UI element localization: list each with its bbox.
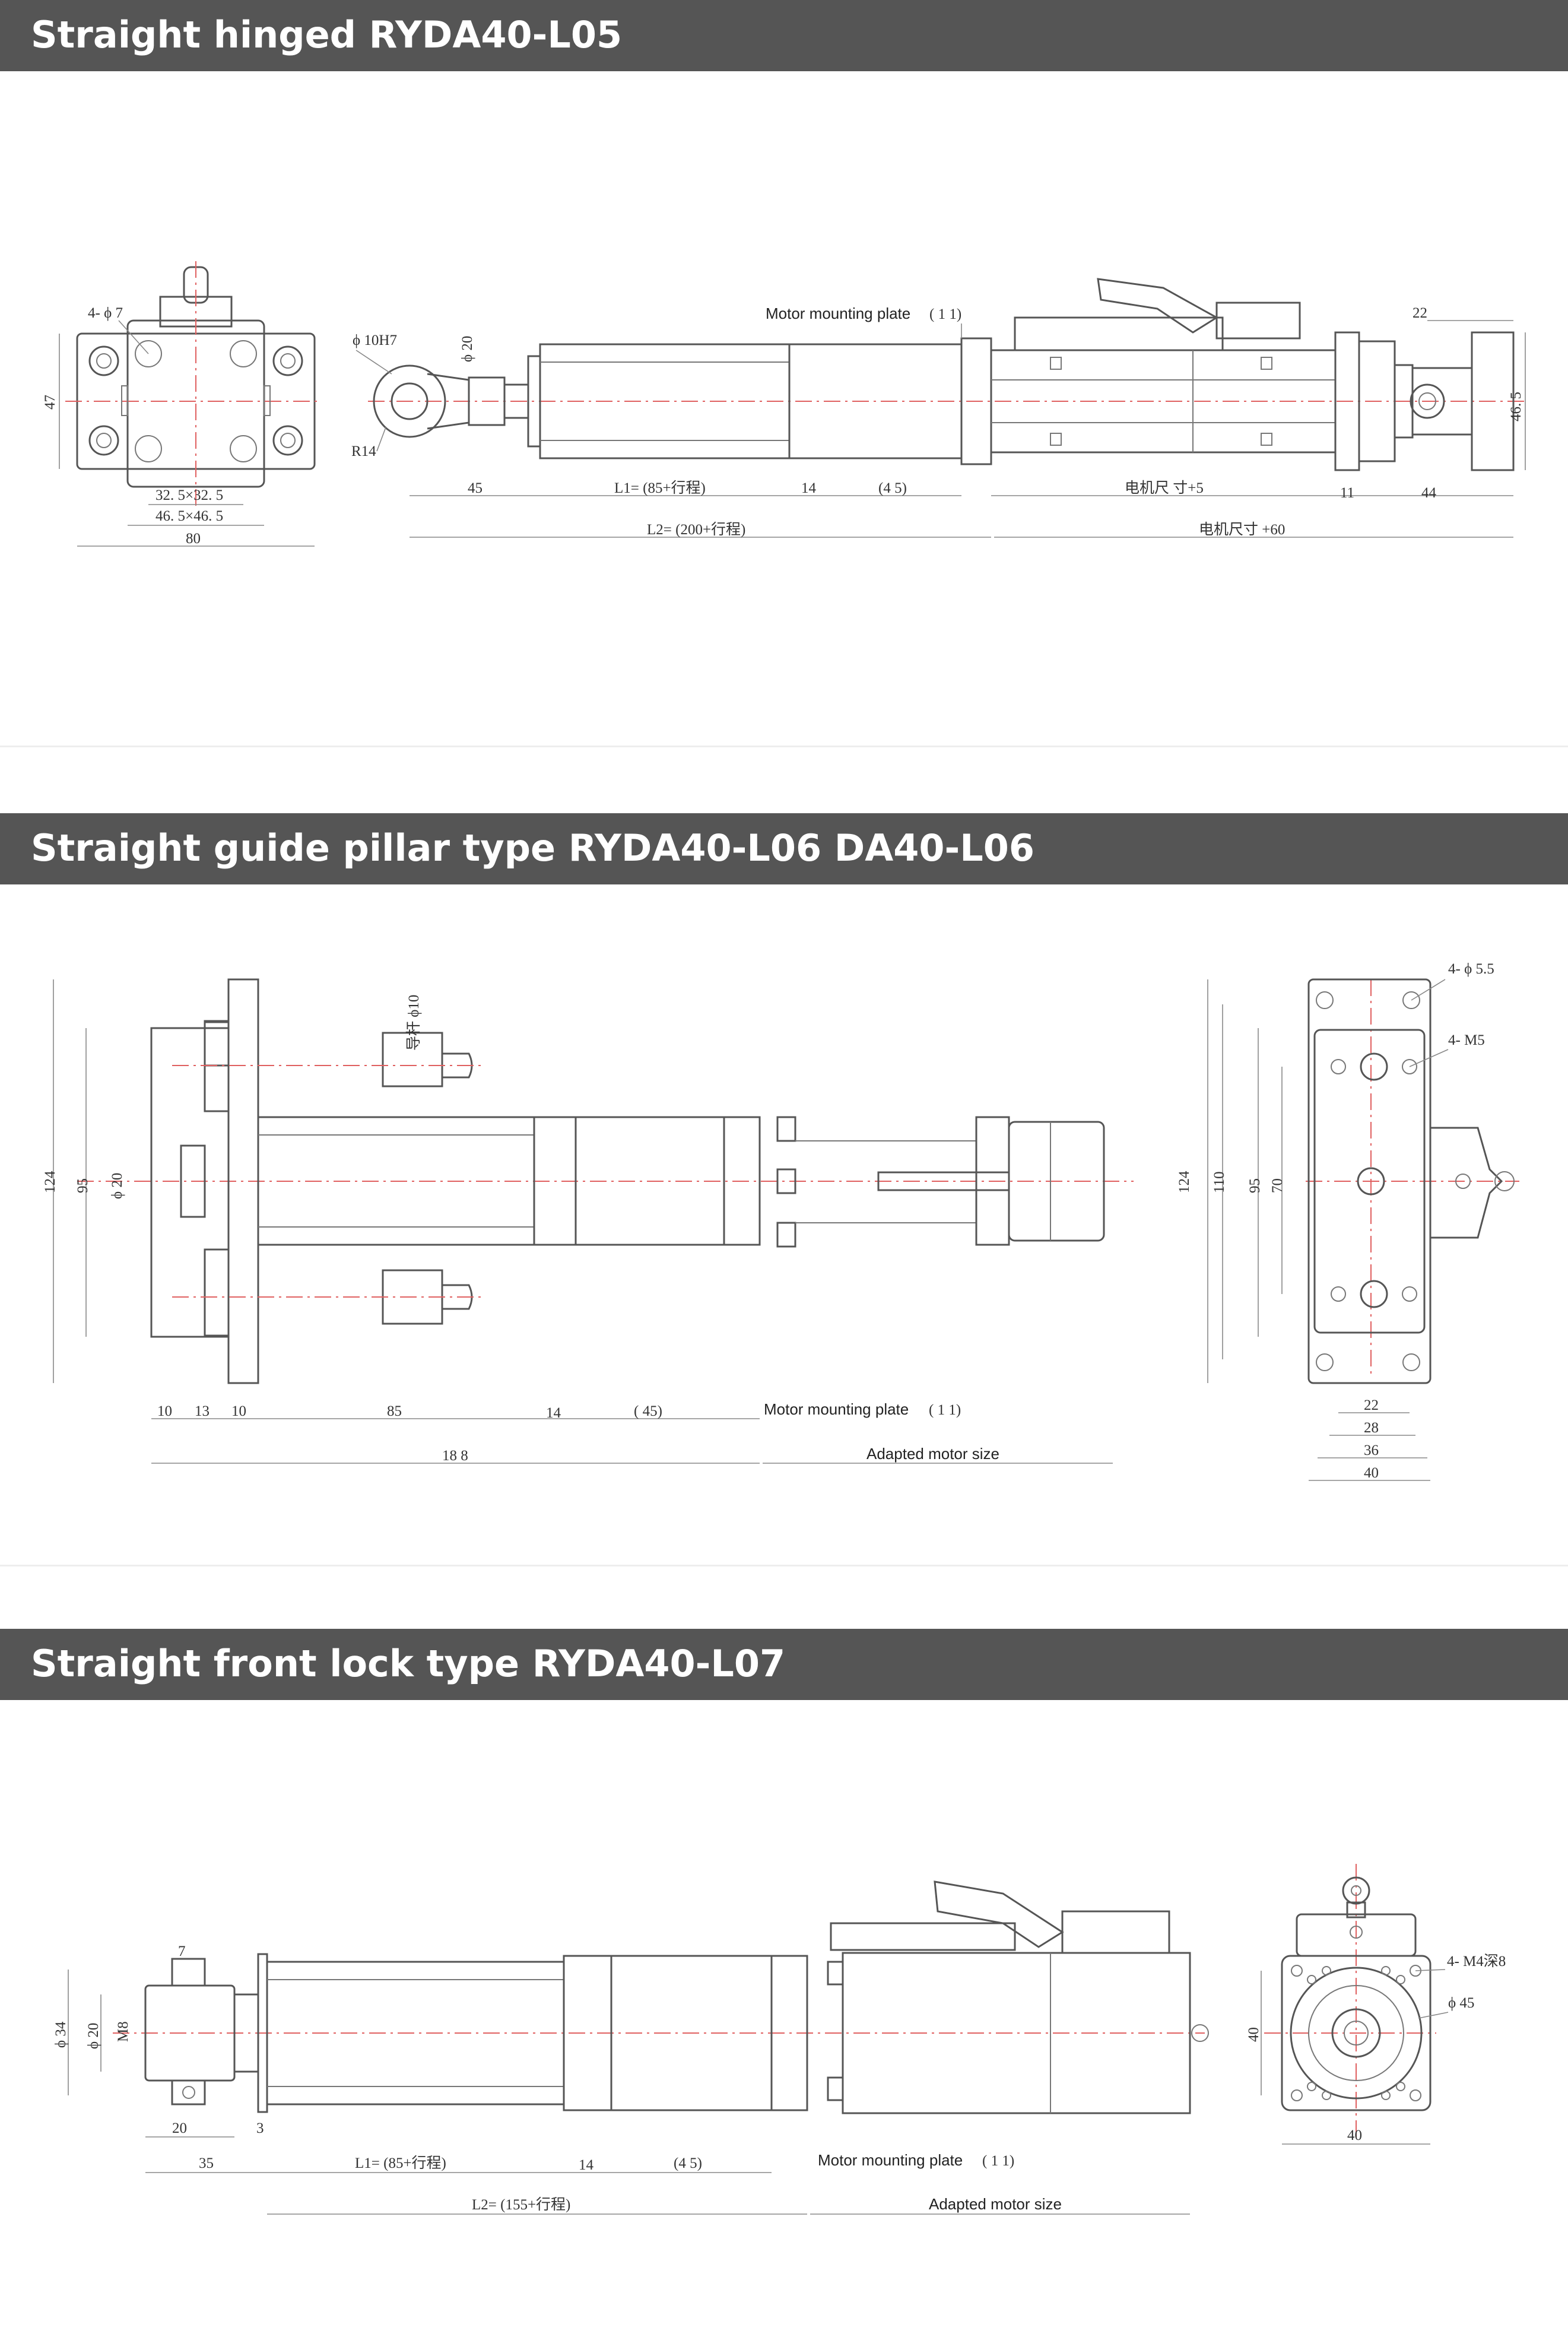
dim-47: 47	[42, 395, 58, 410]
side-view-l06: 导杆 ϕ10 124 95 ϕ 20 10 13 10 85 14 ( 45) …	[42, 978, 1134, 1464]
dim-guide: 导杆 ϕ10	[405, 995, 422, 1051]
section-banner: Straight guide pillar type RYDA40-L06 DA…	[0, 813, 1568, 884]
dim-40b: 40	[1347, 2127, 1362, 2143]
motor-plate-value: ( 1 1)	[929, 1402, 961, 1418]
dim-95b: 95	[1247, 1178, 1263, 1193]
dim-465: 46. 5×46. 5	[155, 508, 223, 524]
dim-4m4: 4- M4深8	[1447, 1953, 1506, 1970]
dim-22: 22	[1364, 1397, 1379, 1413]
motor-plate-label: Motor mounting plate	[766, 305, 910, 322]
section-title: Straight guide pillar type RYDA40-L06 DA…	[31, 826, 1035, 870]
dim-70: 70	[1269, 1178, 1285, 1193]
dim-motor60: 电机尺寸 +60	[1199, 521, 1285, 538]
motor-plate-label: Motor mounting plate	[764, 1400, 909, 1418]
section-l05: Straight hinged RYDA40-L05 4- ϕ 7 47 32.…	[0, 0, 1568, 748]
dim-85: 85	[387, 1403, 402, 1419]
dim-3: 3	[256, 2120, 264, 2136]
dim-phi45: ϕ 45	[1448, 1995, 1474, 2011]
dim-l1: L1= (85+行程)	[355, 2155, 446, 2171]
end-view-l07: 4- M4深8 ϕ 45 40 40	[1246, 1864, 1506, 2145]
drawing-l06: 导杆 ϕ10 124 95 ϕ 20 10 13 10 85 14 ( 45) …	[42, 961, 1519, 1481]
dim-465b: 46. 5	[1508, 392, 1524, 421]
section-banner: Straight hinged RYDA40-L05	[0, 0, 1568, 71]
dim-95: 95	[75, 1178, 91, 1193]
dim-r14: R14	[351, 443, 376, 459]
dim-m8: M8	[115, 2021, 131, 2042]
dim-188: 18 8	[442, 1448, 468, 1464]
dim-14: 14	[801, 480, 817, 496]
dim-14: 14	[546, 1405, 561, 1421]
dim-22: 22	[1413, 305, 1427, 321]
dim-phi34: ϕ 34	[53, 2021, 69, 2048]
dim-10b: 10	[231, 1403, 246, 1419]
dim-28: 28	[1364, 1420, 1379, 1436]
dim-11: 11	[1340, 485, 1354, 501]
section-divider	[0, 1565, 1568, 1566]
section-l06: Straight guide pillar type RYDA40-L06 DA…	[0, 813, 1568, 1567]
dim-36: 36	[1364, 1442, 1379, 1458]
dim-phi20: ϕ 20	[85, 2023, 101, 2049]
dim-124: 124	[42, 1171, 58, 1193]
dim-35: 35	[199, 2155, 214, 2171]
dim-4m5: 4- M5	[1448, 1032, 1485, 1048]
end-view-l06: 4- ϕ 5.5 4- M5 124 110 95 70 22 28 36 40	[1176, 961, 1519, 1481]
dim-80: 80	[186, 531, 201, 547]
section-banner: Straight front lock type RYDA40-L07	[0, 1629, 1568, 1700]
drawing-l07: 7 ϕ 34 ϕ 20 M8 20 3 35 L1= (85+行程) 14 (4…	[53, 1864, 1506, 2215]
dim-motor5: 电机尺 寸+5	[1125, 480, 1204, 496]
dim-45: (4 5)	[674, 2155, 702, 2171]
dim-45b: (4 5)	[878, 480, 907, 496]
end-view-l05: 4- ϕ 7 47 32. 5×32. 5 46. 5×46. 5 80	[42, 261, 320, 547]
section-l07: Straight front lock type RYDA40-L07 7 ϕ …	[0, 1629, 1568, 2334]
dim-40: 40	[1364, 1465, 1379, 1481]
dim-7: 7	[178, 1943, 186, 1959]
motor-plate-label: Motor mounting plate	[818, 2151, 963, 2169]
dim-10a: 10	[157, 1403, 172, 1419]
dim-110: 110	[1211, 1171, 1227, 1193]
dim-l1: L1= (85+行程)	[614, 480, 706, 496]
dim-4phi7: 4- ϕ 7	[88, 305, 123, 321]
motor-plate-value: ( 1 1)	[929, 306, 961, 322]
dim-325: 32. 5×32. 5	[155, 487, 223, 503]
dim-phi20: ϕ 20	[109, 1173, 125, 1199]
drawing-l05: 4- ϕ 7 47 32. 5×32. 5 46. 5×46. 5 80	[42, 261, 1526, 547]
dim-40a: 40	[1246, 2027, 1262, 2042]
section-title: Straight hinged RYDA40-L05	[31, 13, 623, 56]
adapted-motor-label: Adapted motor size	[866, 1445, 999, 1463]
adapted-motor-label: Adapted motor size	[929, 2195, 1062, 2213]
motor-plate-value: ( 1 1)	[982, 2153, 1014, 2169]
dim-45: ( 45)	[634, 1403, 662, 1419]
dim-45: 45	[468, 480, 483, 496]
dim-l2: L2= (155+行程)	[472, 2196, 570, 2213]
dim-phi20: ϕ 20	[459, 336, 475, 362]
section-divider	[0, 746, 1568, 747]
dim-14: 14	[579, 2157, 594, 2173]
dim-10h7: ϕ 10H7	[353, 332, 397, 348]
side-view-l07: 7 ϕ 34 ϕ 20 M8 20 3 35 L1= (85+行程) 14 (4…	[53, 1880, 1209, 2215]
dim-13: 13	[195, 1403, 210, 1419]
dim-4phi55: 4- ϕ 5.5	[1448, 961, 1494, 977]
dim-l2: L2= (200+行程)	[647, 521, 745, 538]
dim-124b: 124	[1176, 1171, 1192, 1193]
section-title: Straight front lock type RYDA40-L07	[31, 1642, 786, 1685]
dim-44: 44	[1421, 485, 1437, 501]
side-view-l05: ϕ 10H7 ϕ 20 R14 Motor mounting plate ( 1…	[351, 278, 1526, 538]
dim-20: 20	[172, 2120, 187, 2136]
